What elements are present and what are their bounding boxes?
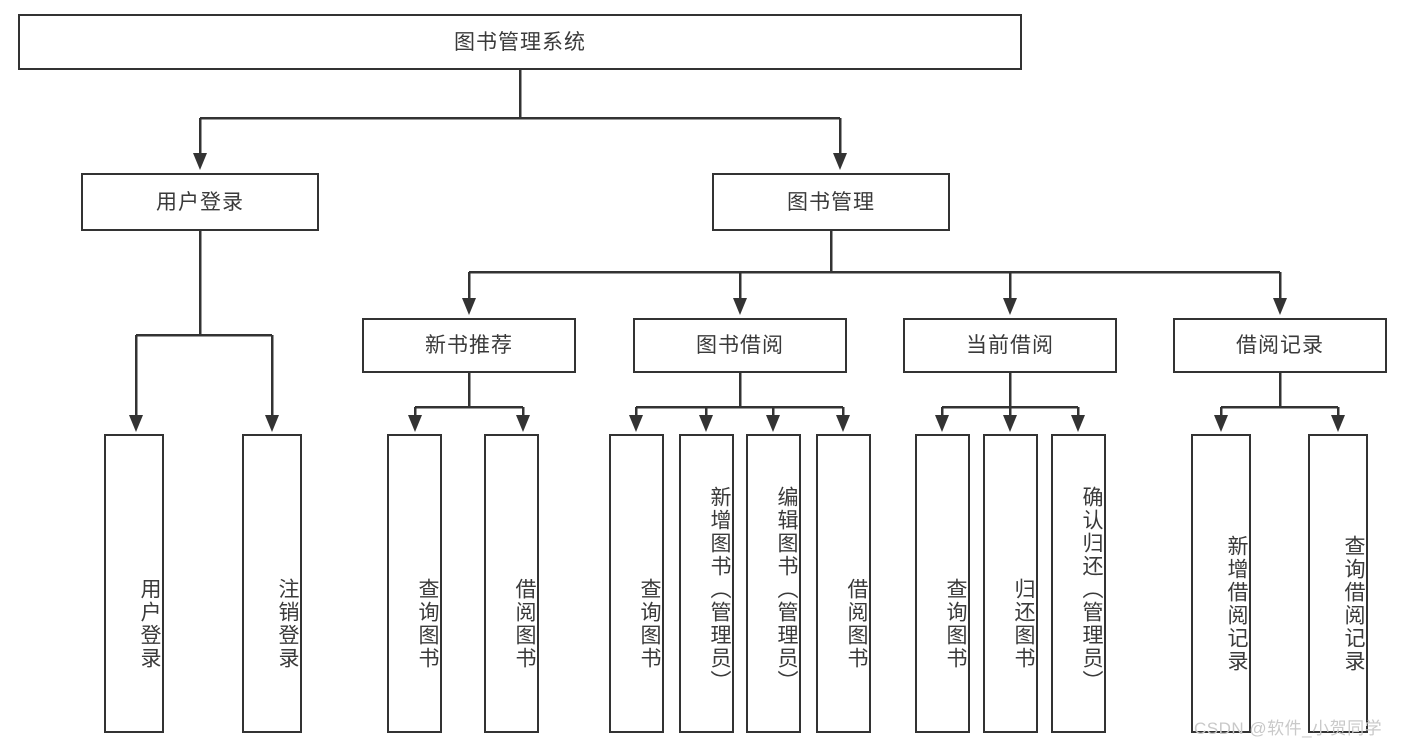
node-label: 查询图书 xyxy=(638,577,661,670)
node-leaf-7[interactable]: 借阅图书 xyxy=(816,434,871,733)
node-label: 注销登录 xyxy=(276,577,299,670)
node-leaf-4[interactable]: 查询图书 xyxy=(609,434,664,733)
arrowhead-icon xyxy=(408,415,422,432)
arrowhead-icon xyxy=(833,153,847,170)
arrowhead-icon xyxy=(1071,415,1085,432)
arrowhead-icon xyxy=(1214,415,1228,432)
arrowhead-icon xyxy=(836,415,850,432)
arrowhead-icon xyxy=(1331,415,1345,432)
node-level3-0[interactable]: 新书推荐 xyxy=(362,318,576,373)
node-label: 归还图书 xyxy=(1012,577,1035,670)
node-level3-1[interactable]: 图书借阅 xyxy=(633,318,847,373)
node-label: 借阅图书 xyxy=(845,577,868,670)
node-level3-3[interactable]: 借阅记录 xyxy=(1173,318,1387,373)
node-leaf-1[interactable]: 注销登录 xyxy=(242,434,302,733)
arrowhead-icon xyxy=(193,153,207,170)
arrowhead-icon xyxy=(265,415,279,432)
node-leaf-5[interactable]: 新增图书（管理员） xyxy=(679,434,734,733)
node-level3-2[interactable]: 当前借阅 xyxy=(903,318,1117,373)
node-label: 编辑图书（管理员） xyxy=(775,486,798,693)
arrowhead-icon xyxy=(699,415,713,432)
node-label: 确认归还（管理员） xyxy=(1080,486,1103,693)
arrowhead-icon xyxy=(1273,298,1287,315)
node-label: 借阅记录 xyxy=(1236,334,1324,357)
arrowhead-icon xyxy=(766,415,780,432)
node-label: 查询图书 xyxy=(416,577,439,670)
node-leaf-11[interactable]: 新增借阅记录 xyxy=(1191,434,1251,733)
node-level2-1[interactable]: 图书管理 xyxy=(712,173,950,231)
watermark: CSDN @软件_小贺同学 xyxy=(1194,719,1383,738)
node-label: 图书借阅 xyxy=(696,334,784,357)
node-label: 新增图书（管理员） xyxy=(708,486,731,693)
arrowheads xyxy=(129,153,1345,432)
node-leaf-9[interactable]: 归还图书 xyxy=(983,434,1038,733)
node-label: 当前借阅 xyxy=(966,334,1054,357)
arrowhead-icon xyxy=(733,298,747,315)
node-label: 图书管理 xyxy=(787,190,875,214)
node-root[interactable]: 图书管理系统 xyxy=(18,14,1022,70)
node-label: 借阅图书 xyxy=(513,577,536,670)
arrowhead-icon xyxy=(1003,415,1017,432)
node-leaf-12[interactable]: 查询借阅记录 xyxy=(1308,434,1368,733)
node-label: 新书推荐 xyxy=(425,334,513,357)
node-level2-0[interactable]: 用户登录 xyxy=(81,173,319,231)
node-label: 查询图书 xyxy=(944,577,967,670)
node-label: 用户登录 xyxy=(156,190,244,214)
node-label: 图书管理系统 xyxy=(454,30,586,54)
arrowhead-icon xyxy=(462,298,476,315)
node-label: 用户登录 xyxy=(138,577,161,670)
node-leaf-3[interactable]: 借阅图书 xyxy=(484,434,539,733)
node-leaf-8[interactable]: 查询图书 xyxy=(915,434,970,733)
arrowhead-icon xyxy=(629,415,643,432)
arrowhead-icon xyxy=(1003,298,1017,315)
node-leaf-0[interactable]: 用户登录 xyxy=(104,434,164,733)
node-label: 新增借阅记录 xyxy=(1225,534,1248,673)
node-leaf-6[interactable]: 编辑图书（管理员） xyxy=(746,434,801,733)
arrowhead-icon xyxy=(516,415,530,432)
node-leaf-2[interactable]: 查询图书 xyxy=(387,434,442,733)
node-label: 查询借阅记录 xyxy=(1342,534,1365,673)
node-leaf-10[interactable]: 确认归还（管理员） xyxy=(1051,434,1106,733)
arrowhead-icon xyxy=(129,415,143,432)
arrowhead-icon xyxy=(935,415,949,432)
